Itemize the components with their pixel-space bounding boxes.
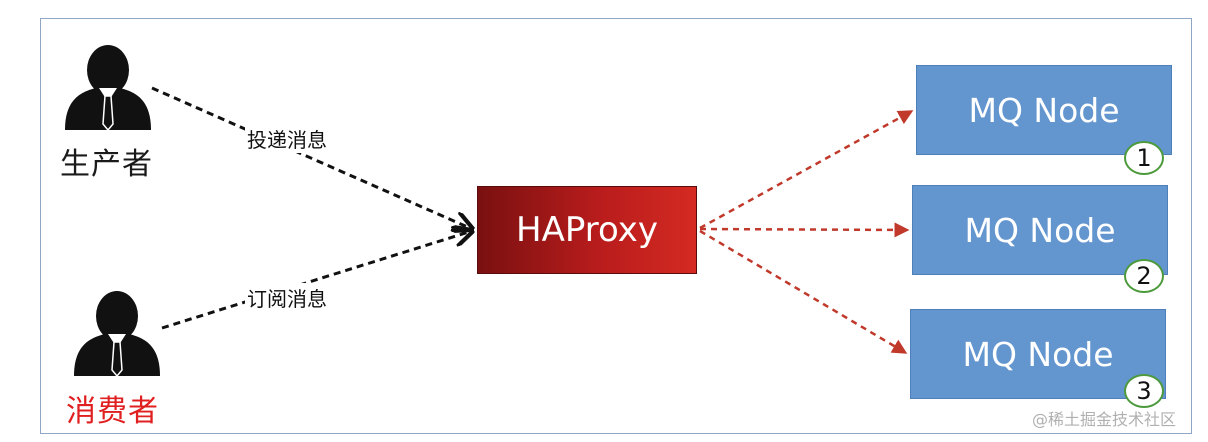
haproxy-label: HAProxy xyxy=(516,210,658,250)
producer-label: 生产者 xyxy=(60,147,153,182)
haproxy-to-node-3-arrow xyxy=(699,229,908,355)
consumer-label: 消费者 xyxy=(66,394,159,429)
deliver-arrow xyxy=(151,86,472,229)
watermark: @稀土掘金技术社区 xyxy=(1032,410,1177,429)
node-number-badge-3: 3 xyxy=(1124,374,1164,408)
haproxy-to-node-1-arrow xyxy=(699,109,914,230)
producer-person-icon xyxy=(65,45,151,132)
diagram-frame xyxy=(40,18,1192,434)
node-number-badge-2: 2 xyxy=(1124,259,1164,293)
haproxy-to-node-2-arrow xyxy=(699,222,910,238)
subscribe-message-label: 订阅消息 xyxy=(245,283,329,312)
mq-node-2: MQ Node xyxy=(912,185,1168,275)
mq-node-label: MQ Node xyxy=(964,210,1116,250)
node-number-badge-1: 1 xyxy=(1124,141,1164,175)
mq-node-1: MQ Node xyxy=(916,65,1172,155)
mq-node-3: MQ Node xyxy=(910,309,1166,399)
haproxy-box: HAProxy xyxy=(477,186,697,274)
subscribe-arrow xyxy=(161,231,472,330)
deliver-message-label: 投递消息 xyxy=(245,124,329,153)
consumer-person-icon xyxy=(74,291,160,378)
mq-node-label: MQ Node xyxy=(962,334,1114,374)
mq-node-label: MQ Node xyxy=(968,90,1120,130)
